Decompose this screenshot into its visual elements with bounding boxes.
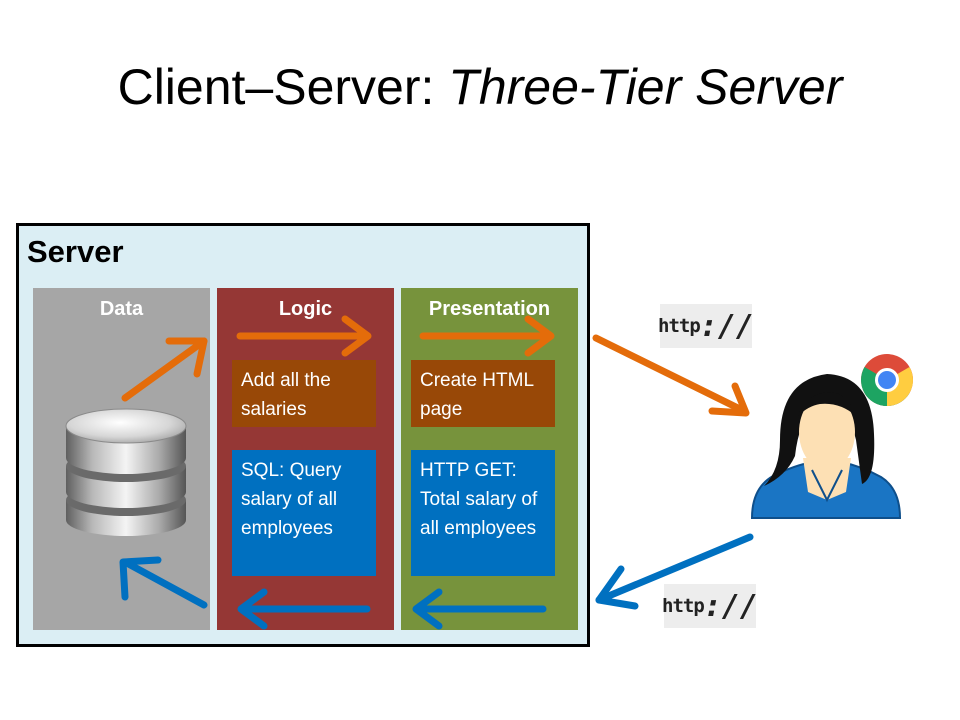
slide-title: Client–Server: Three-Tier Server (0, 58, 960, 116)
database-icon (65, 408, 187, 536)
logic-request-step: SQL: Query salary of all employees (232, 450, 376, 576)
request-from-client-arrow (595, 533, 754, 610)
chrome-icon (861, 354, 913, 406)
logic-response-step: Add all the salaries (232, 360, 376, 427)
http-badge-response: http:// (658, 304, 754, 348)
http-badge-request-prefix: http (662, 595, 705, 617)
presentation-tier-label: Presentation (428, 298, 551, 320)
server-container: Server Data Logic Add all the salaries S… (16, 223, 590, 647)
user-icon (750, 374, 902, 519)
presentation-forward-arrow (419, 315, 555, 357)
logic-to-presentation-arrow (236, 315, 372, 357)
logic-back-arrow (237, 588, 371, 630)
data-tier-label: Data (99, 298, 144, 320)
http-badge-response-prefix: http (658, 315, 701, 337)
logic-tier-label: Logic (278, 298, 333, 320)
presentation-tier: Presentation Create HTML page HTTP GET: … (401, 288, 578, 630)
title-main: Client–Server: (117, 59, 449, 115)
http-badge-response-suffix: :// (699, 308, 754, 344)
presentation-request-step: HTTP GET: Total salary of all employees (411, 450, 555, 576)
presentation-response-step: Create HTML page (411, 360, 555, 427)
logic-to-data-arrow (119, 556, 208, 609)
http-badge-request-suffix: :// (703, 588, 758, 624)
title-emphasis: Three-Tier Server (448, 59, 843, 115)
presentation-back-arrow (412, 588, 547, 630)
http-badge-request: http:// (662, 584, 758, 628)
data-to-logic-arrow (121, 337, 208, 402)
logic-tier: Logic Add all the salaries SQL: Query sa… (217, 288, 394, 630)
server-label: Server (27, 234, 124, 269)
response-to-client-arrow (592, 334, 750, 417)
